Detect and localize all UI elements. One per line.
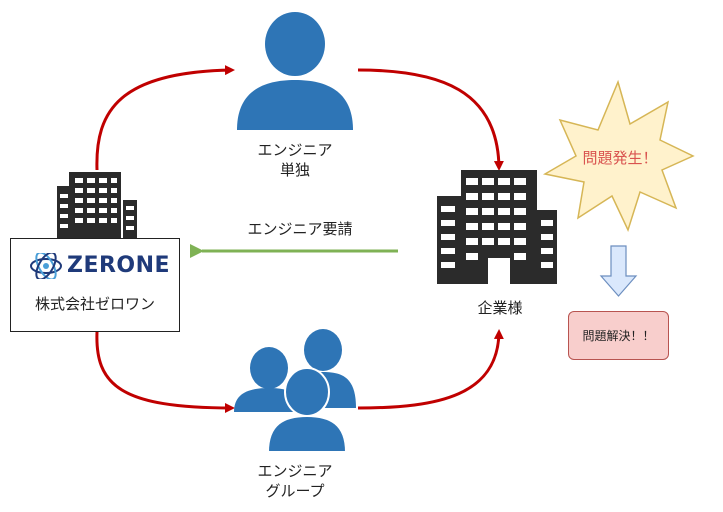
engineer-group-label-line2: グループ: [265, 482, 325, 500]
arrow-single-to-company: [357, 68, 504, 171]
zerone-company-box: ZERONE 株式会社ゼロワン: [10, 238, 180, 332]
down-arrow-icon: [599, 245, 638, 297]
zerone-logo-mark-icon: [30, 253, 62, 279]
arrow-zerone-to-single: [95, 65, 235, 171]
engineer-single-icon: [237, 12, 353, 130]
company-label: 企業様: [477, 299, 523, 317]
arrow-group-to-company: [357, 329, 504, 410]
company-building-icon: [437, 170, 557, 284]
zerone-logo: ZERONE: [29, 253, 171, 279]
zerone-building-icon: [57, 172, 137, 238]
solved-label: 問題解決！！: [582, 329, 655, 343]
zerone-logo-text: ZERONE: [67, 253, 171, 278]
arrow-zerone-to-group: [95, 331, 235, 413]
engineer-single-label-line1: エンジニア: [257, 141, 333, 159]
problem-label: 問題発生！: [582, 149, 658, 167]
problem-burst-shape: [542, 79, 695, 233]
engineer-single-label: エンジニア 単独: [245, 140, 345, 180]
zerone-company-name: 株式会社ゼロワン: [34, 295, 155, 313]
engineer-group-icon: [234, 329, 356, 453]
solved-callout: 問題解決！！: [568, 311, 669, 360]
engineer-group-label-line1: エンジニア: [257, 462, 333, 480]
engineer-single-label-line2: 単独: [279, 161, 310, 179]
request-arrow-label: エンジニア要請: [247, 220, 353, 238]
engineer-group-label: エンジニア グループ: [245, 461, 345, 501]
